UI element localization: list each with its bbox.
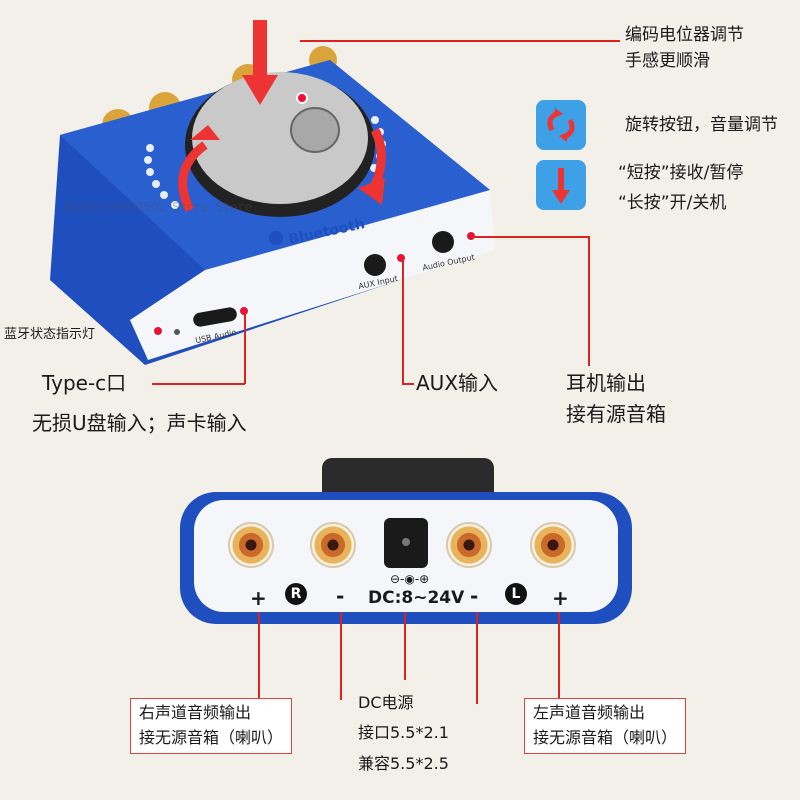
dc-symbol: ⊖-◉-⊕ — [390, 572, 430, 586]
right-plus-terminal — [228, 522, 274, 568]
long-press-note: “长按”开/关机 — [618, 193, 727, 213]
plus-right-label: + — [552, 586, 569, 610]
bt-indicator-note: 蓝牙状态指示灯 — [4, 327, 96, 342]
encoder-note: 编码电位器调节 手感更顺滑 — [625, 22, 744, 75]
typec-title: Type-c口 — [42, 371, 127, 395]
leader-aux-v — [402, 258, 404, 383]
leader-left-plus — [558, 612, 560, 700]
leader-audio-h — [472, 236, 590, 238]
leader-left-minus — [476, 612, 478, 704]
dc-note: DC电源 接口5.5*2.1 兼容5.5*2.5 — [358, 688, 449, 779]
right-channel-mark: R — [285, 583, 307, 605]
top-device-illustration — [50, 10, 495, 365]
leader-right-minus — [340, 612, 342, 700]
press-icon — [536, 160, 586, 210]
dc-note-line1: DC电源 — [358, 693, 414, 712]
left-note-line1: 左声道音频输出 — [533, 703, 646, 722]
rear-knob — [322, 458, 494, 498]
leader-usb-v — [244, 312, 246, 384]
rotate-icon — [536, 100, 586, 150]
right-channel-note: 右声道音频输出 接无源音箱（喇叭） — [130, 698, 293, 754]
headphone-line2: 接有源音箱 — [566, 402, 666, 426]
encoder-line2: 手感更顺滑 — [625, 51, 710, 72]
left-channel-mark: L — [505, 583, 527, 605]
dc-note-line3: 兼容5.5*2.5 — [358, 753, 449, 773]
left-minus-terminal — [446, 522, 492, 568]
marker-dot-aux — [395, 252, 407, 264]
leader-aux-h — [402, 383, 414, 385]
right-note-line2: 接无源音箱（喇叭） — [139, 727, 284, 747]
plus-left-label: + — [250, 586, 267, 610]
rotate-note: 旋转按钮，音量调节 — [625, 115, 778, 135]
aux-note: AUX输入 — [416, 371, 499, 395]
encoder-line1: 编码电位器调节 — [625, 25, 744, 45]
short-press-note: “短按”接收/暂停 — [618, 163, 744, 183]
marker-dot-knob — [296, 92, 308, 104]
right-minus-terminal — [310, 522, 356, 568]
left-plus-terminal — [530, 522, 576, 568]
minus-right-label: - — [470, 584, 479, 608]
typec-desc: 无损U盘输入；声卡输入 — [32, 411, 247, 435]
watermark: Number0ne00501 Store Store — [64, 200, 252, 214]
minus-left-label: - — [336, 584, 345, 608]
leader-audio-v — [588, 236, 590, 366]
dc-voltage-label: DC:8~24V — [368, 588, 465, 608]
leader-dc — [404, 612, 406, 680]
leader-usb-h — [152, 383, 245, 385]
top-device: Bluetooth AUX Input Audio Output USB Aud… — [30, 10, 500, 380]
leader-encoder — [300, 40, 620, 42]
dc-jack — [384, 518, 428, 568]
dc-note-line2: 接口5.5*2.1 — [358, 723, 449, 743]
right-note-line1: 右声道音频输出 — [139, 703, 252, 722]
left-channel-note: 左声道音频输出 接无源音箱（喇叭） — [524, 698, 687, 754]
marker-dot-led — [152, 325, 164, 337]
left-note-line2: 接无源音箱（喇叭） — [533, 727, 678, 747]
headphone-note: 耳机输出 接有源音箱 — [566, 368, 666, 430]
leader-right-plus — [258, 612, 260, 700]
headphone-line1: 耳机输出 — [566, 371, 646, 395]
